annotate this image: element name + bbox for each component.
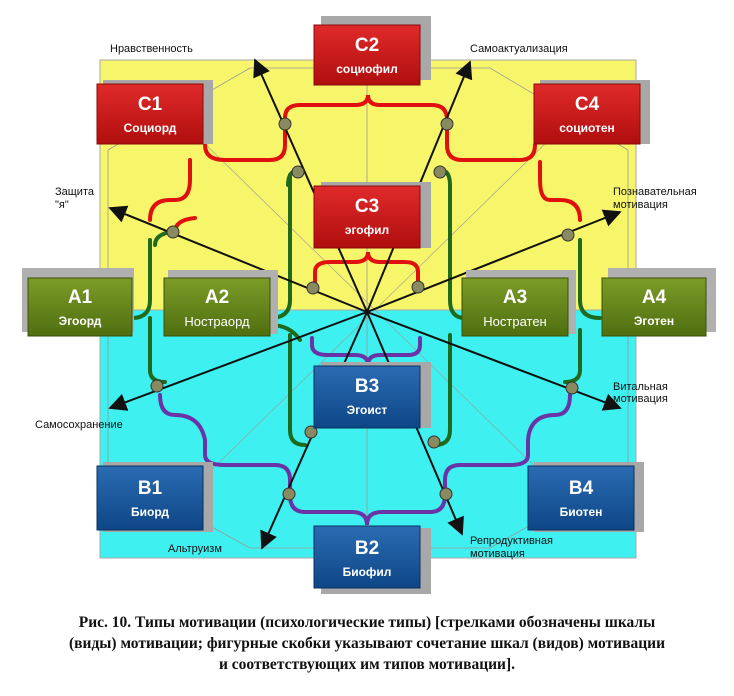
box-b2: В2 Биофил xyxy=(313,525,431,594)
box-c2: С2 социофил xyxy=(313,16,431,86)
label-vital-2: мотивация xyxy=(613,393,668,405)
motivation-types-diagram: Нравственность Самоактуализация Защита "… xyxy=(22,16,716,594)
box-c4-code: С4 xyxy=(575,94,600,115)
box-c4-name: социотен xyxy=(559,121,615,135)
box-c4: С4 социотен xyxy=(533,80,650,145)
box-c1-name: Социорд xyxy=(124,121,177,135)
label-vital-1: Витальная xyxy=(613,381,668,393)
box-b3: В3 Эгоист xyxy=(313,362,431,429)
box-a1-name: Эгоорд xyxy=(59,314,102,328)
caption-line-2: (виды) мотивации; фигурные скобки указыв… xyxy=(69,635,665,652)
box-a3-code: А3 xyxy=(503,287,527,308)
intersection-nodes xyxy=(150,117,579,501)
box-c3: С3 эгофил xyxy=(313,182,431,249)
red-connectors xyxy=(148,94,582,287)
box-a3: А3 Ностратен xyxy=(461,270,576,337)
box-b2-code: В2 xyxy=(355,538,379,559)
box-b4-name: Биотен xyxy=(560,505,603,519)
label-self-actualization: Самоактуализация xyxy=(470,43,568,55)
box-a4-code: А4 xyxy=(642,287,667,308)
box-b4-code: В4 xyxy=(569,478,594,499)
arrow-defense xyxy=(108,205,368,313)
box-c3-code: С3 xyxy=(355,196,379,217)
label-cognitive-1: Познавательная xyxy=(613,186,697,198)
box-b1-code: В1 xyxy=(138,478,163,499)
box-b3-code: В3 xyxy=(355,376,379,397)
box-b1-name: Биорд xyxy=(131,505,169,519)
box-b4: В4 Биотен xyxy=(527,462,644,532)
caption-line-3: и соответствующих им типов мотивации]. xyxy=(218,656,516,673)
arrow-morality xyxy=(253,58,368,313)
box-a2: А2 Ностраорд xyxy=(163,270,278,337)
box-a2-name: Ностраорд xyxy=(184,314,250,329)
box-a3-name: Ностратен xyxy=(483,314,546,329)
label-reproductive-2: мотивация xyxy=(470,548,525,560)
box-a4-name: Эготен xyxy=(634,314,674,328)
caption-line-1: Рис. 10. Типы мотивации (психологические… xyxy=(78,614,656,631)
label-defense-1: Защита xyxy=(55,186,95,198)
label-reproductive-1: Репродуктивная xyxy=(470,535,553,547)
box-b1: В1 Биорд xyxy=(96,462,213,532)
box-c3-name: эгофил xyxy=(345,223,389,237)
box-c2-code: С2 xyxy=(355,35,379,56)
box-c1-code: С1 xyxy=(138,94,163,115)
figure-caption: Рис. 10. Типы мотивации (психологические… xyxy=(0,612,734,675)
arrow-self-preservation xyxy=(108,311,368,411)
label-self-preservation: Самосохранение xyxy=(35,419,123,431)
diag-guide-2 xyxy=(149,89,601,531)
box-c1: С1 Социорд xyxy=(96,80,213,145)
label-morality: Нравственность xyxy=(110,43,193,55)
arrow-vital xyxy=(366,311,622,411)
box-b2-name: Биофил xyxy=(343,565,392,579)
label-altruism: Альтруизм xyxy=(168,543,222,555)
box-a1-code: А1 xyxy=(68,287,93,308)
box-a1: А1 Эгоорд xyxy=(22,268,134,337)
box-a2-code: А2 xyxy=(205,287,229,308)
label-cognitive-2: мотивация xyxy=(613,199,668,211)
box-c2-name: социофил xyxy=(336,62,398,76)
label-defense-2: "я" xyxy=(55,199,69,211)
box-a4: А4 Эготен xyxy=(601,268,716,337)
box-b3-name: Эгоист xyxy=(347,403,388,417)
arrow-cognitive xyxy=(366,209,622,313)
